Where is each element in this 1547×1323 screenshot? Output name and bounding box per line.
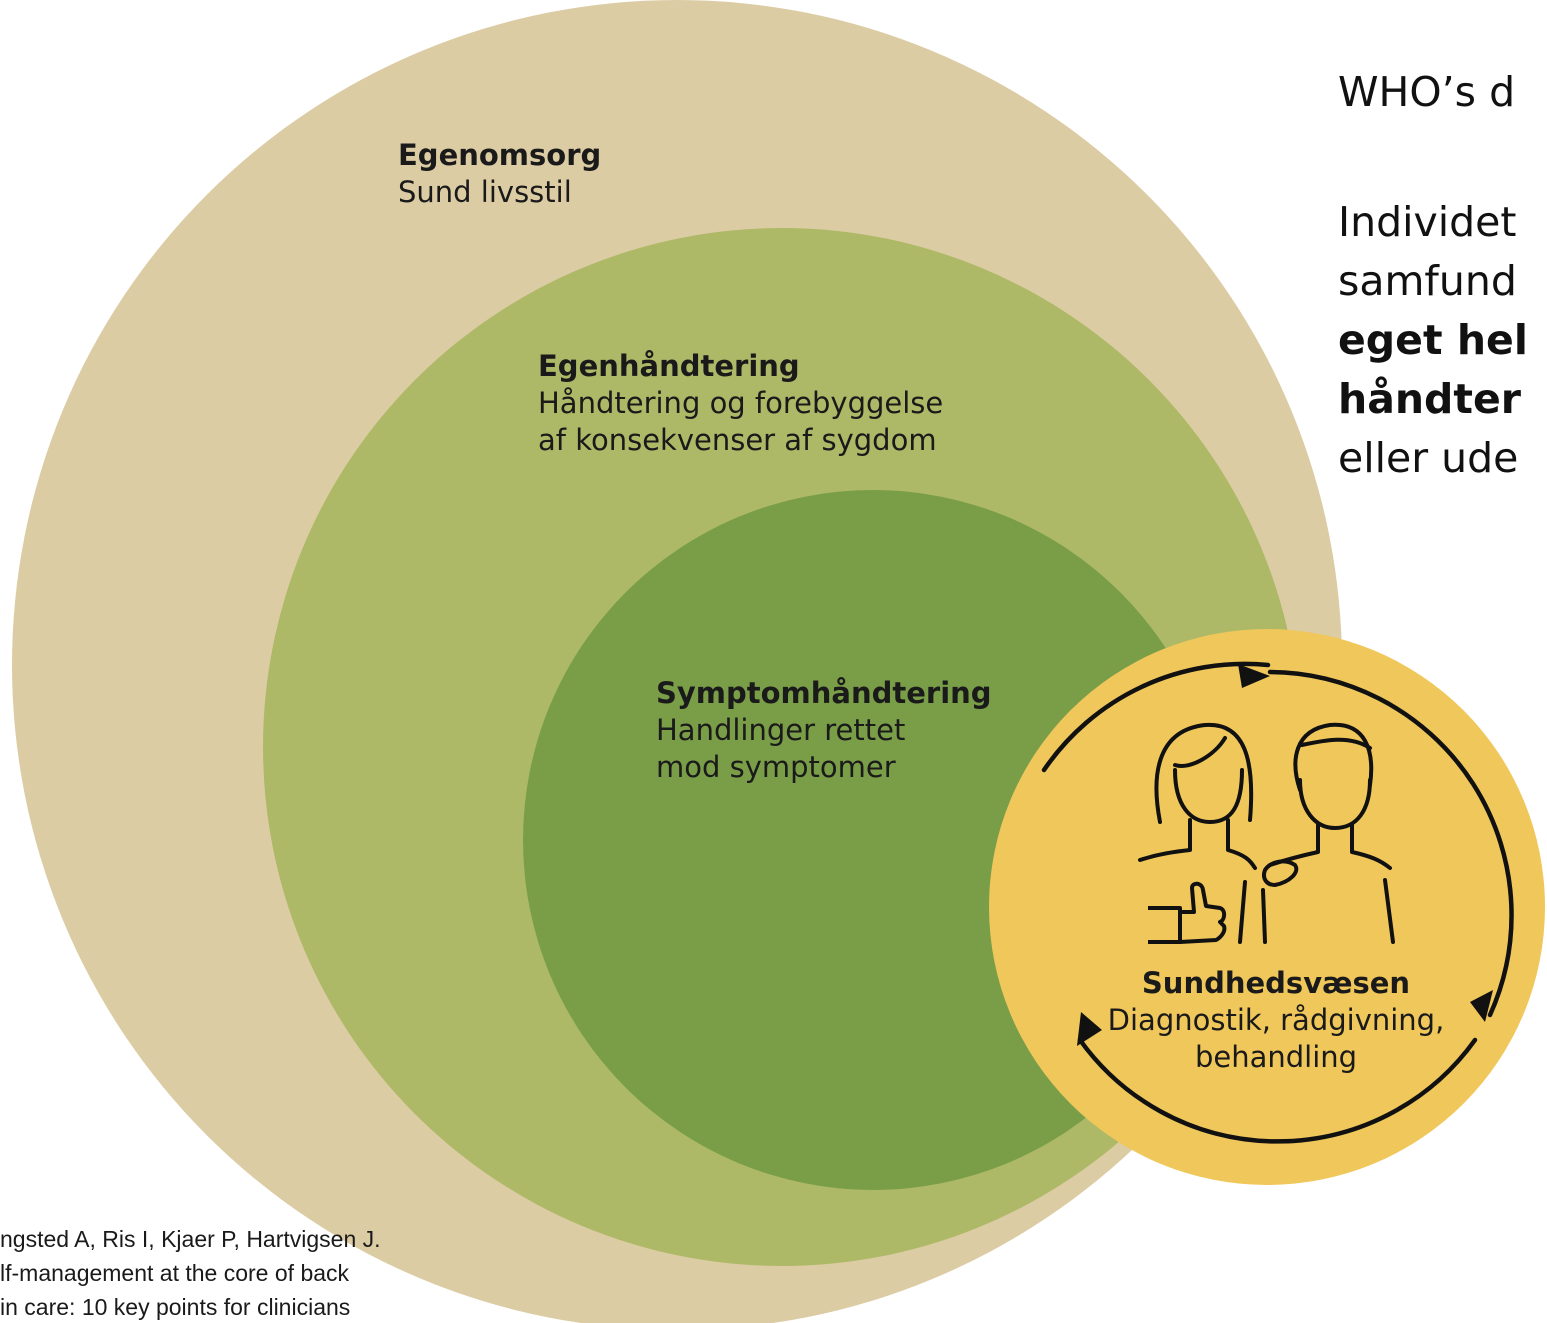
symptomhaandtering-label: Symptomhåndtering Handlinger rettet mod … xyxy=(656,675,992,786)
cycle-arrows-icon xyxy=(1041,661,1514,1144)
definition-line-2: samfund xyxy=(1338,257,1517,305)
definition-line-3: eget hel xyxy=(1338,316,1528,364)
symptomhaandtering-line-1: Handlinger rettet xyxy=(656,713,906,747)
definition-text: Individet samfund eget hel håndter eller… xyxy=(1338,193,1528,488)
reference-line-3: in care: 10 key points for clinicians xyxy=(0,1294,351,1320)
reference-line-2: lf-management at the core of back xyxy=(0,1260,350,1286)
definition-line-1: Individet xyxy=(1338,198,1517,246)
reference-text: ngsted A, Ris I, Kjaer P, Hartvigsen J. … xyxy=(0,1222,520,1323)
who-heading: WHO’s d xyxy=(1338,68,1516,116)
egenhaandtering-label: Egenhåndtering Håndtering og forebyggels… xyxy=(538,348,943,459)
egenhaandtering-line-1: Håndtering og forebyggelse xyxy=(538,386,944,420)
definition-line-4: håndter xyxy=(1338,375,1522,423)
egenomsorg-label: Egenomsorg Sund livsstil xyxy=(398,137,601,211)
arrow-heads xyxy=(1077,664,1493,1046)
sundhedsvaesen-title: Sundhedsvæsen xyxy=(1141,966,1411,1000)
sundhedsvaesen-line-1: Diagnostik, rådgivning, xyxy=(1107,1003,1445,1037)
people-icon xyxy=(1138,722,1395,944)
egenomsorg-line-1: Sund livsstil xyxy=(398,175,572,209)
sundhedsvaesen-circle xyxy=(989,629,1545,1185)
egenhaandtering-line-2: af konsekvenser af sygdom xyxy=(538,423,937,457)
sundhedsvaesen-label: Sundhedsvæsen Diagnostik, rådgivning, be… xyxy=(1076,965,1476,1076)
thumbs-up-icon xyxy=(1148,881,1227,944)
egenhaandtering-title: Egenhåndtering xyxy=(538,349,800,383)
egenomsorg-title: Egenomsorg xyxy=(398,138,602,172)
sundhedsvaesen-line-2: behandling xyxy=(1194,1040,1358,1074)
symptomhaandtering-title: Symptomhåndtering xyxy=(656,676,992,710)
reference-line-1: ngsted A, Ris I, Kjaer P, Hartvigsen J. xyxy=(0,1226,381,1252)
definition-line-5: eller ude xyxy=(1338,434,1519,482)
symptomhaandtering-line-2: mod symptomer xyxy=(656,750,896,784)
